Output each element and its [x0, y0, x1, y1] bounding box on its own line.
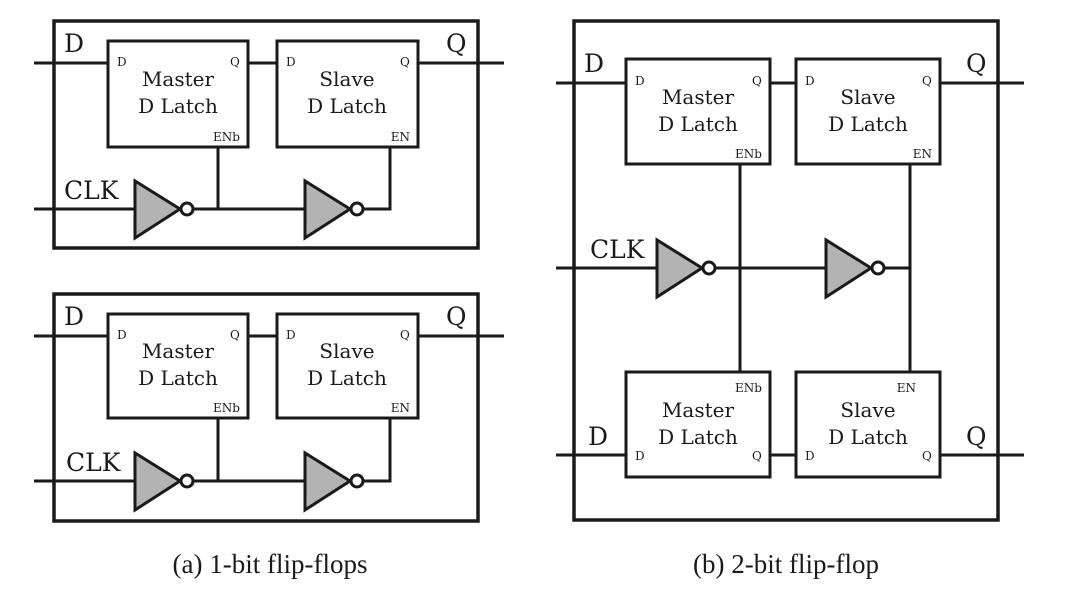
- inverter-bubble-icon: [349, 201, 365, 217]
- outer-frame: [572, 19, 1000, 522]
- inverter-bubble-icon: [701, 260, 717, 276]
- inverter-bubble-icon: [870, 260, 886, 276]
- pin-en: EN: [391, 401, 410, 415]
- inverter-icon: [133, 450, 183, 513]
- inverter-icon: [303, 450, 353, 513]
- slave-d-latch: [275, 312, 420, 420]
- d-signal-label: D: [588, 422, 608, 451]
- q-signal-label: Q: [966, 49, 987, 78]
- latch-name: Slave: [319, 67, 374, 91]
- q-signal-label: Q: [446, 302, 467, 331]
- inverter-bubble-icon: [179, 201, 195, 217]
- pin-d: D: [805, 74, 815, 88]
- latch-type: D Latch: [828, 112, 908, 136]
- latch-name: Master: [142, 339, 215, 363]
- diagram-a-bottom: D Q D Q Master D Latch ENb D Q Slave D L…: [34, 292, 504, 523]
- master-d-latch: [624, 57, 772, 166]
- pin-en: EN: [897, 381, 916, 395]
- latch-type: D Latch: [138, 366, 218, 390]
- caption-b: (b) 2-bit flip-flop: [693, 549, 879, 579]
- latch-type: D Latch: [307, 366, 387, 390]
- pin-q: Q: [230, 55, 240, 69]
- outer-frame: [52, 19, 480, 250]
- pin-enb: ENb: [735, 381, 762, 395]
- latch-type: D Latch: [828, 425, 908, 449]
- slave-d-latch: [794, 370, 942, 479]
- latch-type: D Latch: [138, 94, 218, 118]
- inverter-icon: [655, 237, 705, 300]
- latch-type: D Latch: [658, 425, 738, 449]
- pin-en: EN: [391, 130, 410, 144]
- pin-q: Q: [922, 74, 932, 88]
- pin-d: D: [635, 74, 645, 88]
- slave-d-latch: [794, 57, 942, 166]
- master-d-latch: [624, 370, 772, 479]
- en-wire: [363, 418, 392, 483]
- pin-d: D: [117, 328, 127, 342]
- pin-q: Q: [230, 328, 240, 342]
- inverter-icon: [133, 178, 183, 241]
- q-signal-label: Q: [446, 29, 467, 58]
- inverter-icon: [824, 237, 874, 300]
- latch-name: Slave: [319, 339, 374, 363]
- latch-name: Master: [142, 67, 215, 91]
- q-signal-label: Q: [966, 422, 987, 451]
- clk-signal-label: CLK: [64, 176, 120, 205]
- latch-name: Slave: [840, 398, 895, 422]
- pin-q: Q: [400, 55, 410, 69]
- pin-enb: ENb: [735, 147, 762, 161]
- pin-d: D: [635, 449, 645, 463]
- pin-d: D: [286, 328, 296, 342]
- inverter-bubble-icon: [349, 473, 365, 489]
- latch-type: D Latch: [307, 94, 387, 118]
- master-d-latch: [106, 39, 250, 149]
- latch-type: D Latch: [658, 112, 738, 136]
- outer-frame: [52, 292, 480, 523]
- pin-q: Q: [400, 328, 410, 342]
- master-d-latch: [106, 312, 250, 420]
- d-signal-label: D: [584, 49, 604, 78]
- latch-name: Master: [662, 398, 735, 422]
- inverter-bubble-icon: [179, 473, 195, 489]
- slave-d-latch: [275, 39, 420, 149]
- diagram-a-top: D Q D Q Master D Latch ENb D Q Slave D L…: [34, 19, 504, 250]
- diagram-b: D Q D Q Master D Latch ENb D Q Slave D L…: [556, 19, 1024, 522]
- pin-enb: ENb: [213, 130, 240, 144]
- latch-name: Master: [662, 85, 735, 109]
- pin-d: D: [805, 449, 815, 463]
- pin-d: D: [286, 55, 296, 69]
- pin-en: EN: [913, 147, 932, 161]
- pin-q: Q: [752, 74, 762, 88]
- pin-d: D: [117, 55, 127, 69]
- latch-name: Slave: [840, 85, 895, 109]
- inverter-icon: [303, 178, 353, 241]
- en-wire: [363, 147, 392, 211]
- pin-q: Q: [752, 449, 762, 463]
- caption-a: (a) 1-bit flip-flops: [173, 549, 368, 579]
- d-signal-label: D: [64, 302, 84, 331]
- pin-q: Q: [922, 449, 932, 463]
- d-signal-label: D: [64, 29, 84, 58]
- clk-signal-label: CLK: [590, 235, 646, 264]
- pin-enb: ENb: [213, 401, 240, 415]
- clk-signal-label: CLK: [66, 448, 122, 477]
